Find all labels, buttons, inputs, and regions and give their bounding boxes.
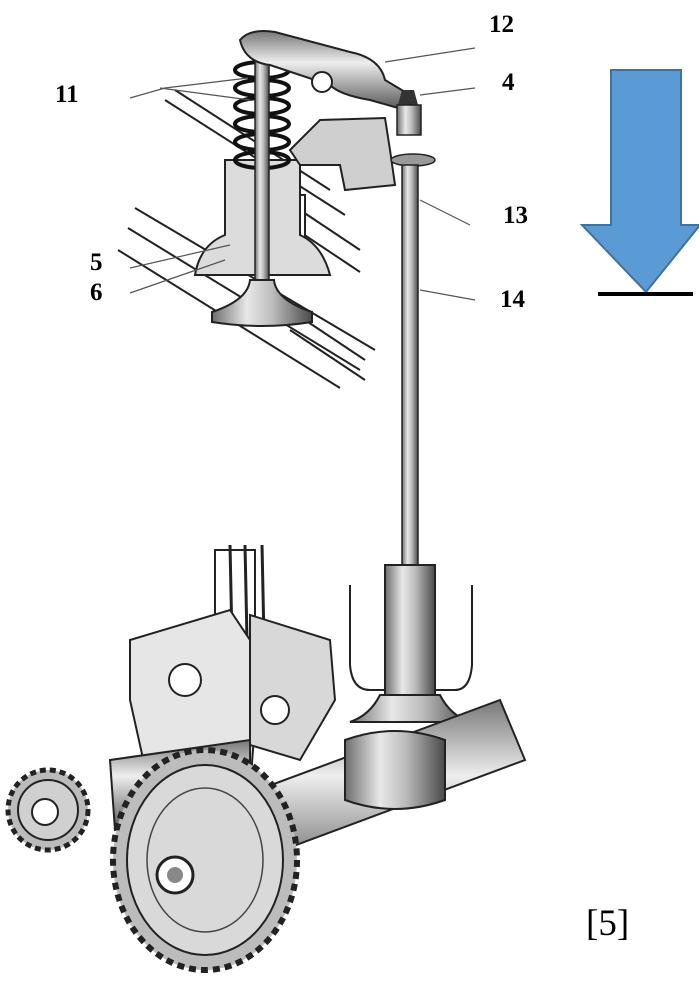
label-11: 11 — [55, 81, 79, 108]
label-13: 13 — [503, 202, 528, 229]
valve-head — [211, 279, 313, 327]
small-gear — [5, 767, 91, 853]
label-12: 12 — [489, 11, 514, 38]
valve-stem — [254, 49, 270, 281]
label-14: 14 — [500, 286, 525, 313]
label-6: 6 — [90, 279, 103, 306]
pushrod-cup — [390, 153, 436, 167]
arrow-down-icon — [579, 69, 699, 296]
rocker-support — [288, 116, 397, 192]
pushrod — [401, 164, 419, 566]
adjusting-screw — [396, 90, 422, 136]
leader-lines — [129, 47, 476, 301]
reference-number: [5] — [586, 903, 630, 944]
large-gear — [110, 747, 300, 973]
label-5: 5 — [90, 249, 103, 276]
tappet — [349, 564, 471, 723]
label-4: 4 — [502, 69, 515, 96]
